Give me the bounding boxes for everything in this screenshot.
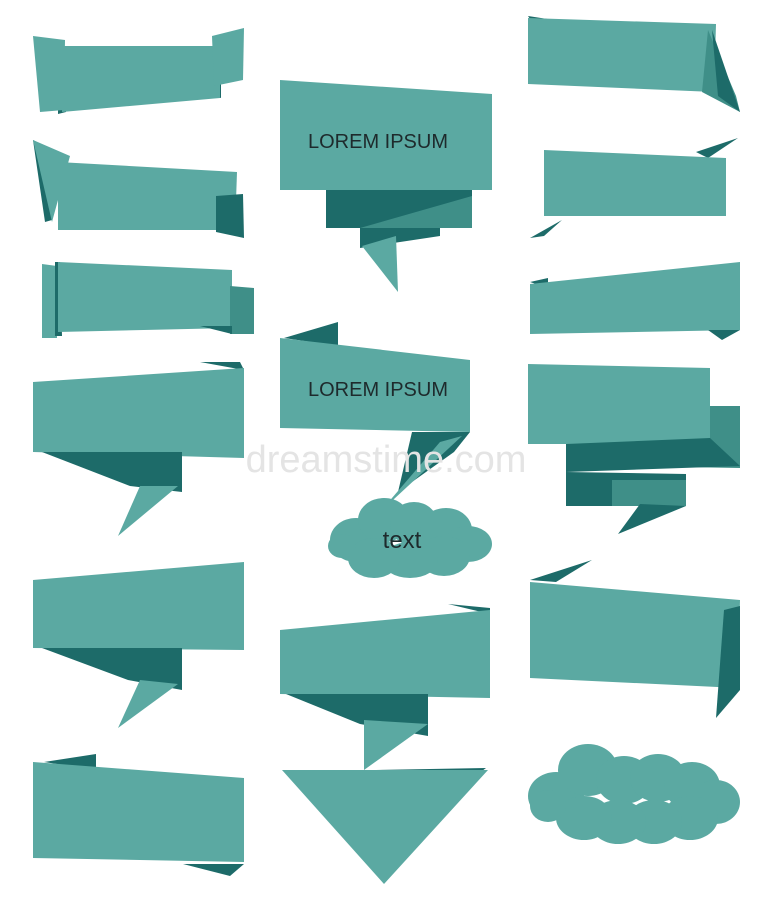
ribbon-banner-9 [530, 262, 740, 340]
ribbon-banner-4 [33, 362, 244, 536]
cloud-shape [528, 744, 740, 844]
ribbon-banner-2 [33, 140, 244, 238]
callout-banner-1-label: LOREM IPSUM [308, 131, 448, 153]
cloud-text-label: text [383, 527, 422, 554]
ribbon-banner-8 [530, 138, 738, 238]
ribbon-banner-3 [42, 262, 254, 338]
ribbon-banner-11 [530, 560, 740, 718]
ribbon-banner-10 [528, 364, 740, 534]
cloud-text-bubble: text [328, 498, 492, 578]
callout-banner-2: LOREM IPSUM [280, 322, 470, 512]
ribbon-banner-1 [33, 28, 244, 114]
watermark-text: dreamstime.com [246, 439, 527, 481]
ribbon-banner-7 [528, 16, 740, 112]
callout-banner-2-label: LOREM IPSUM [308, 379, 448, 401]
ribbon-banner-6 [33, 754, 244, 876]
callout-banner-1: LOREM IPSUM [280, 80, 492, 292]
ribbon-banner-5 [33, 562, 244, 728]
arrow-banner [280, 604, 490, 884]
